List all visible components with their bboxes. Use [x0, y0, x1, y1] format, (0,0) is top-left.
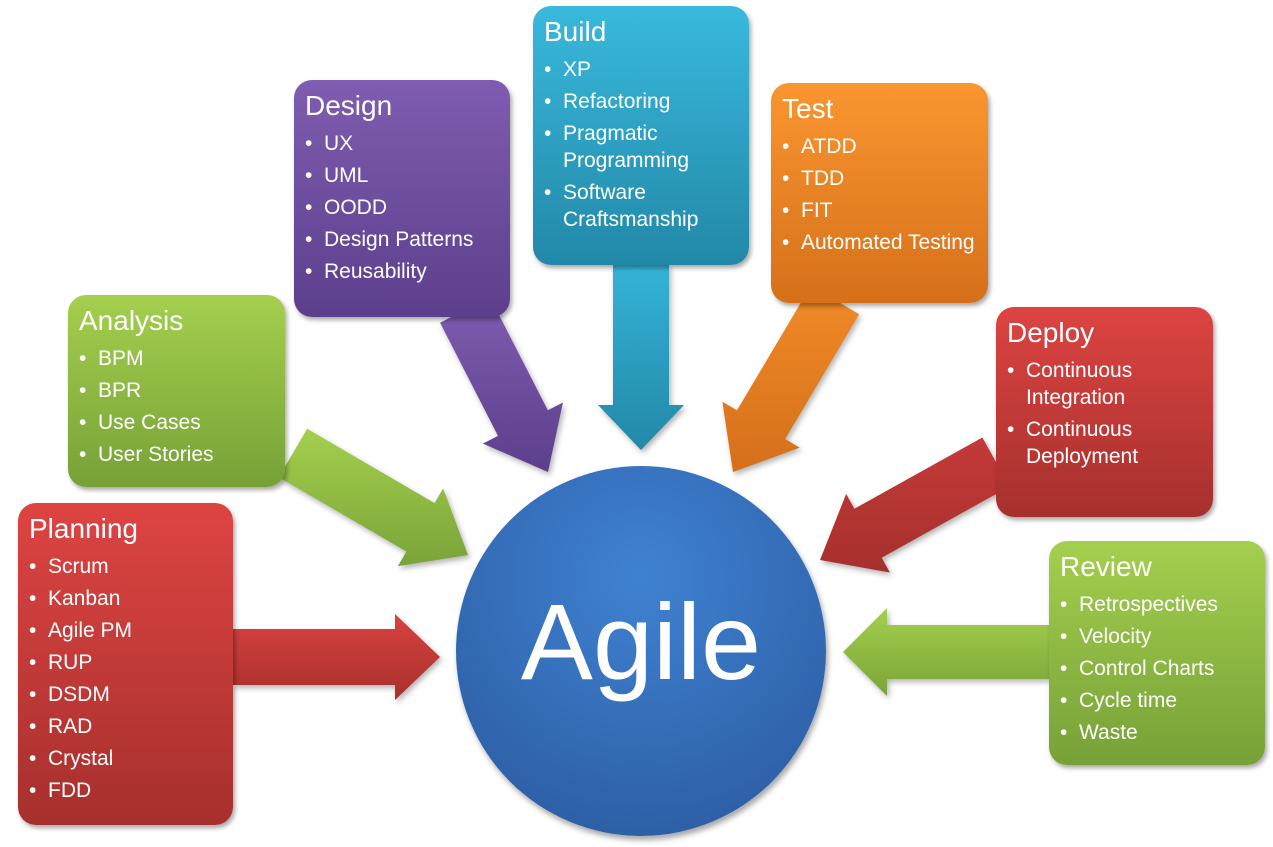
analysis-arrow	[278, 428, 468, 567]
planning-box: PlanningScrumKanbanAgile PM RUP DSDM RAD Cry…	[18, 503, 233, 825]
list-item: Cycle time	[1060, 687, 1255, 714]
planning-title: Planning	[29, 513, 138, 544]
design-title: Design	[305, 90, 393, 121]
list-item: Continuous Deployment	[1007, 416, 1203, 470]
build-list: XP RefactoringPragmatic ProgrammingSoftwa…	[544, 56, 739, 233]
build-arrow	[598, 265, 684, 450]
deploy-arrow	[820, 437, 1010, 573]
design-list: UX UML OODD Design PatternsReusability	[305, 130, 500, 285]
list-item: Use Cases	[79, 409, 275, 436]
list-item: UML	[305, 162, 500, 189]
list-item: BPM	[79, 345, 275, 372]
list-item: Reusability	[305, 258, 500, 285]
list-item: RUP	[29, 649, 223, 676]
list-item: Automated Testing	[782, 229, 978, 256]
list-item: RAD	[29, 713, 223, 740]
planning-arrow	[233, 614, 440, 700]
test-list: ATDD TDD FIT Automated Testing	[782, 133, 978, 256]
review-box: ReviewRetrospectivesVelocityControl Char…	[1049, 541, 1265, 765]
list-item: Refactoring	[544, 88, 739, 115]
list-item: BPR	[79, 377, 275, 404]
list-item: TDD	[782, 165, 978, 192]
list-item: Velocity	[1060, 623, 1255, 650]
list-item: UX	[305, 130, 500, 157]
build-title: Build	[544, 16, 607, 47]
list-item: ATDD	[782, 133, 978, 160]
deploy-list: Continuous IntegrationContinuous Deploym…	[1007, 357, 1203, 470]
agile-circle: Agile	[456, 466, 826, 836]
test-arrow	[722, 285, 860, 472]
planning-list: ScrumKanbanAgile PM RUP DSDM RAD CrystalFDD	[29, 553, 223, 804]
list-item: Pragmatic Programming	[544, 120, 739, 174]
list-item: Design Patterns	[305, 226, 500, 253]
analysis-box: AnalysisBPM BPR Use CasesUser Stories	[68, 295, 285, 487]
review-title: Review	[1060, 551, 1152, 582]
design-arrow	[440, 297, 563, 472]
list-item: Waste	[1060, 719, 1255, 746]
list-item: Crystal	[29, 745, 223, 772]
list-item: Software Craftsmanship	[544, 179, 739, 233]
test-box: TestATDD TDD FIT Automated Testing	[771, 83, 988, 303]
list-item: FIT	[782, 197, 978, 224]
design-box: DesignUX UML OODD Design PatternsReusabilit…	[294, 80, 510, 317]
review-list: RetrospectivesVelocityControl ChartsCycl…	[1060, 591, 1255, 746]
deploy-box: DeployContinuous IntegrationContinuous D…	[996, 307, 1213, 517]
agile-label: Agile	[520, 580, 762, 702]
list-item: User Stories	[79, 441, 275, 468]
analysis-title: Analysis	[79, 305, 184, 336]
review-arrow	[843, 608, 1049, 696]
list-item: Agile PM	[29, 617, 223, 644]
list-item: OODD	[305, 194, 500, 221]
test-title: Test	[782, 93, 834, 124]
list-item: XP	[544, 56, 739, 83]
deploy-title: Deploy	[1007, 317, 1095, 348]
list-item: Continuous Integration	[1007, 357, 1203, 411]
list-item: Retrospectives	[1060, 591, 1255, 618]
list-item: DSDM	[29, 681, 223, 708]
build-box: BuildXP RefactoringPragmatic ProgrammingS…	[533, 6, 749, 265]
list-item: FDD	[29, 777, 223, 804]
analysis-list: BPM BPR Use CasesUser Stories	[79, 345, 275, 468]
list-item: Scrum	[29, 553, 223, 580]
list-item: Control Charts	[1060, 655, 1255, 682]
list-item: Kanban	[29, 585, 223, 612]
